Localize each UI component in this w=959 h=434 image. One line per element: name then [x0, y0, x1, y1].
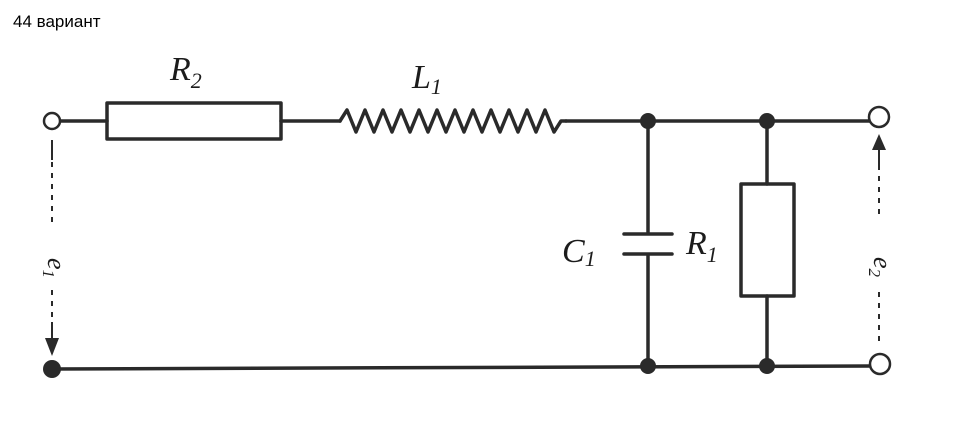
input-terminal-top — [42, 111, 62, 131]
capacitor-c1 — [622, 119, 674, 368]
label-r1: R1 — [685, 225, 718, 267]
label-e2: e2 — [865, 257, 897, 278]
junction-dot — [640, 113, 656, 129]
variant-title: 44 вариант — [13, 12, 101, 31]
inductor-l1 — [338, 108, 568, 134]
arrow-down-icon — [45, 338, 59, 356]
voltage-e2-marker — [872, 134, 886, 345]
label-e1: e1 — [39, 258, 71, 278]
input-terminal-bottom — [43, 360, 61, 378]
voltage-e1-marker — [45, 140, 59, 356]
junction-dot — [640, 358, 656, 374]
label-r2: R2 — [169, 51, 202, 93]
arrow-up-icon — [872, 134, 886, 150]
junction-dot — [759, 113, 775, 129]
bottom-wire — [50, 364, 874, 371]
label-l1: L1 — [411, 59, 442, 99]
resistor-r1 — [739, 119, 796, 368]
label-c1: C1 — [562, 233, 596, 271]
junction-dots — [640, 113, 775, 374]
resistor-r2 — [105, 101, 283, 141]
output-terminal-top — [867, 105, 891, 129]
junction-dot — [759, 358, 775, 374]
output-terminal-bottom — [868, 352, 892, 376]
